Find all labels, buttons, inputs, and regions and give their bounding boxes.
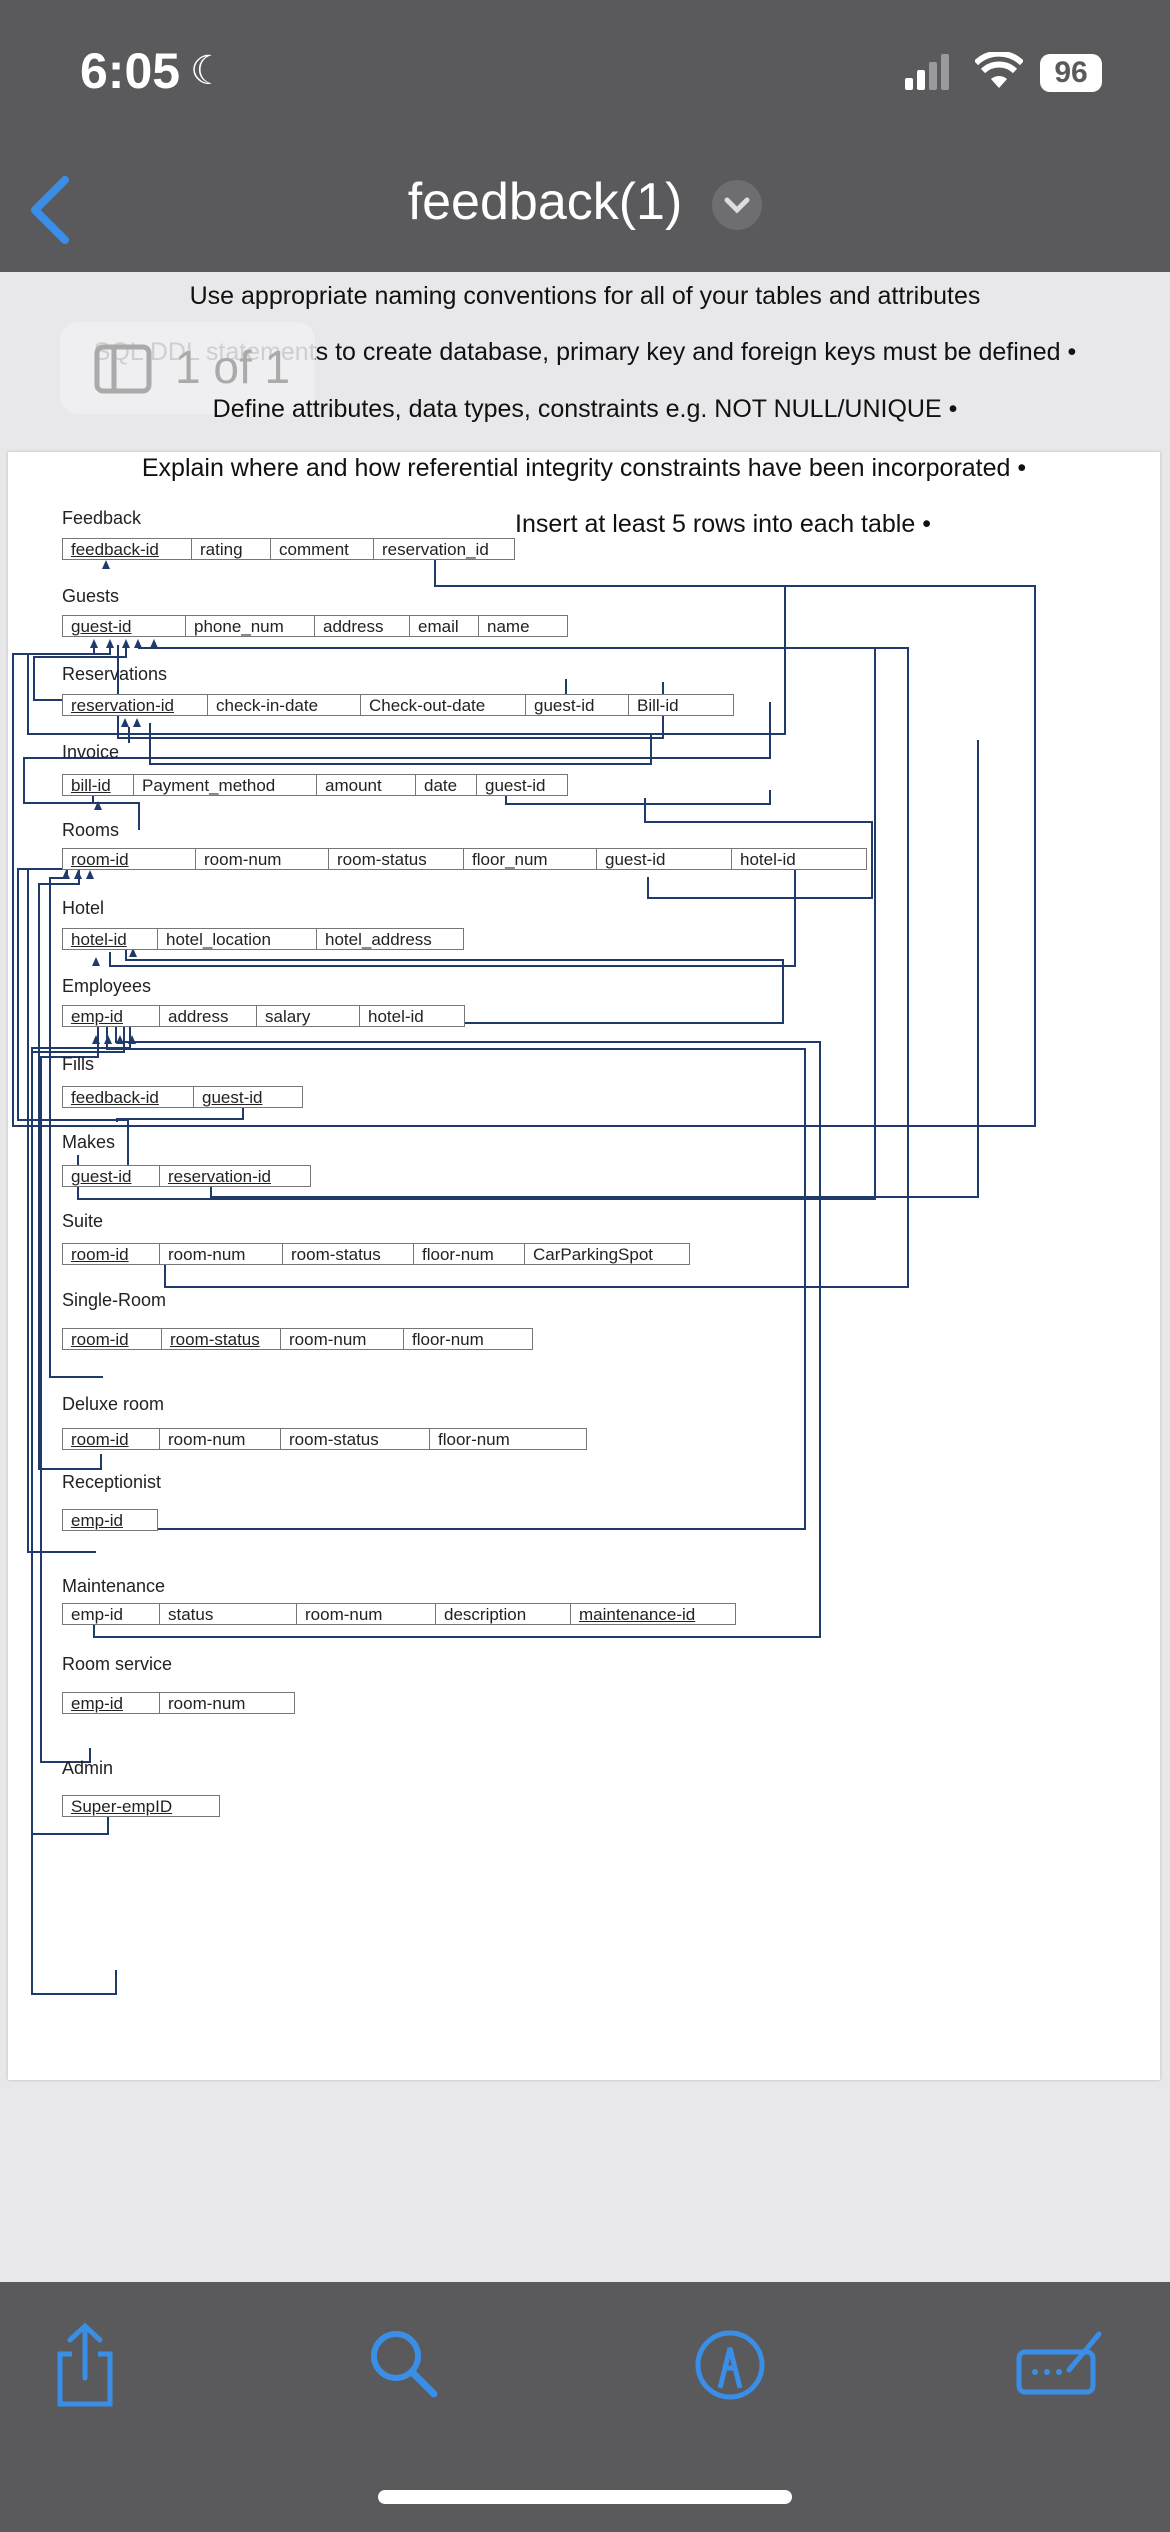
- table-name: Feedback: [62, 508, 142, 528]
- table-column: hotel_address: [316, 928, 464, 950]
- annotate-icon[interactable]: [1015, 2320, 1105, 2410]
- table-column: hotel-id: [731, 848, 867, 870]
- battery-icon: 96: [1040, 54, 1102, 92]
- table-column: room-id: [62, 1243, 160, 1265]
- table-column: feedback-id: [62, 538, 192, 560]
- instruction-line: Use appropriate naming conventions for a…: [189, 282, 981, 310]
- table-name: Admin: [62, 1758, 114, 1778]
- table-column: hotel-id: [359, 1005, 465, 1027]
- chevron-left-icon[interactable]: [20, 170, 80, 250]
- table-name: Rooms: [62, 820, 120, 840]
- table-column: room-num: [195, 848, 329, 870]
- instruction-line: Explain where and how referential integr…: [141, 454, 1027, 482]
- instruction-line: Define attributes, data types, constrain…: [212, 395, 958, 423]
- table-column: rating: [191, 538, 271, 560]
- table-column: floor-num: [403, 1328, 533, 1350]
- table-column: room-id: [62, 1428, 160, 1450]
- table-column: address: [159, 1005, 257, 1027]
- wifi-icon: [975, 52, 1023, 88]
- table-column: room-id: [62, 1328, 162, 1350]
- instruction-line: Insert at least 5 rows into each table •: [515, 510, 931, 538]
- table-column: Super-empID: [62, 1795, 220, 1817]
- table-column: check-in-date: [207, 694, 361, 716]
- page-indicator: 1 of 1: [60, 322, 315, 414]
- table-column: date: [415, 774, 477, 796]
- table-column: guest-id: [193, 1086, 303, 1108]
- table-column: floor-num: [429, 1428, 587, 1450]
- table-name: Maintenance: [62, 1576, 166, 1596]
- share-icon[interactable]: [40, 2320, 130, 2410]
- table-name: Invoice: [62, 742, 120, 762]
- table-column: floor-num: [413, 1243, 525, 1265]
- table-column: guest-id: [596, 848, 732, 870]
- table-column: Bill-id: [628, 694, 734, 716]
- table-column: guest-id: [525, 694, 629, 716]
- table-name: Suite: [62, 1211, 104, 1231]
- markup-icon[interactable]: [685, 2320, 775, 2410]
- table-column: hotel_location: [157, 928, 317, 950]
- chevron-down-icon: [724, 197, 750, 214]
- table-column: Payment_method: [133, 774, 317, 796]
- table-column: bill-id: [62, 774, 134, 796]
- table-name: Single-Room: [62, 1290, 167, 1310]
- table-column: reservation-id: [159, 1165, 311, 1187]
- search-icon[interactable]: [360, 2320, 450, 2410]
- table-column: address: [314, 615, 410, 637]
- table-column: status: [159, 1603, 297, 1625]
- table-column: reservation-id: [62, 694, 208, 716]
- title-menu-button[interactable]: [712, 180, 762, 230]
- table-column: room-status: [161, 1328, 281, 1350]
- table-name: Makes: [62, 1132, 116, 1152]
- table-column: guest-id: [62, 615, 186, 637]
- bottom-toolbar: [0, 2282, 1170, 2532]
- table-name: Deluxe room: [62, 1394, 165, 1414]
- status-bar: 6:05 ☾ 96: [0, 0, 1170, 150]
- sidebar-icon: [94, 344, 152, 394]
- table-column: room-num: [159, 1692, 295, 1714]
- table-name: Reservations: [62, 664, 168, 684]
- nav-bar: feedback(1): [0, 150, 1170, 272]
- table-column: emp-id: [62, 1603, 160, 1625]
- table-name: Room service: [62, 1654, 173, 1674]
- moon-icon: ☾: [190, 49, 226, 93]
- table-column: room-id: [62, 848, 196, 870]
- table-column: reservation_id: [373, 538, 515, 560]
- table-column: emp-id: [62, 1509, 158, 1531]
- table-column: Check-out-date: [360, 694, 526, 716]
- table-name: Receptionist: [62, 1472, 162, 1492]
- table-column: comment: [270, 538, 374, 560]
- table-column: room-num: [159, 1428, 281, 1450]
- table-column: guest-id: [62, 1165, 160, 1187]
- table-column: CarParkingSpot: [524, 1243, 690, 1265]
- table-column: emp-id: [62, 1005, 160, 1027]
- table-name: Guests: [62, 586, 120, 606]
- table-column: name: [478, 615, 568, 637]
- status-time: 6:05: [80, 43, 181, 99]
- document-page: Explain where and how referential integr…: [8, 452, 1160, 2080]
- table-name: Hotel: [62, 898, 105, 918]
- page-indicator-text: 1 of 1: [175, 341, 291, 393]
- table-column: emp-id: [62, 1692, 160, 1714]
- table-column: room-status: [282, 1243, 414, 1265]
- table-column: amount: [316, 774, 416, 796]
- table-column: description: [435, 1603, 571, 1625]
- table-name: Fills: [62, 1054, 94, 1074]
- signal-icon: [905, 54, 949, 90]
- table-column: hotel-id: [62, 928, 158, 950]
- table-column: feedback-id: [62, 1086, 194, 1108]
- table-column: email: [409, 615, 479, 637]
- table-column: phone_num: [185, 615, 315, 637]
- table-column: room-status: [328, 848, 464, 870]
- table-column: guest-id: [476, 774, 568, 796]
- document-title[interactable]: feedback(1): [407, 173, 683, 231]
- table-column: floor_num: [463, 848, 597, 870]
- table-column: room-num: [280, 1328, 404, 1350]
- table-column: salary: [256, 1005, 360, 1027]
- table-column: room-num: [159, 1243, 283, 1265]
- table-column: room-num: [296, 1603, 436, 1625]
- table-name: Employees: [62, 976, 152, 996]
- home-indicator: [378, 2490, 792, 2504]
- table-column: room-status: [280, 1428, 430, 1450]
- table-column: maintenance-id: [570, 1603, 736, 1625]
